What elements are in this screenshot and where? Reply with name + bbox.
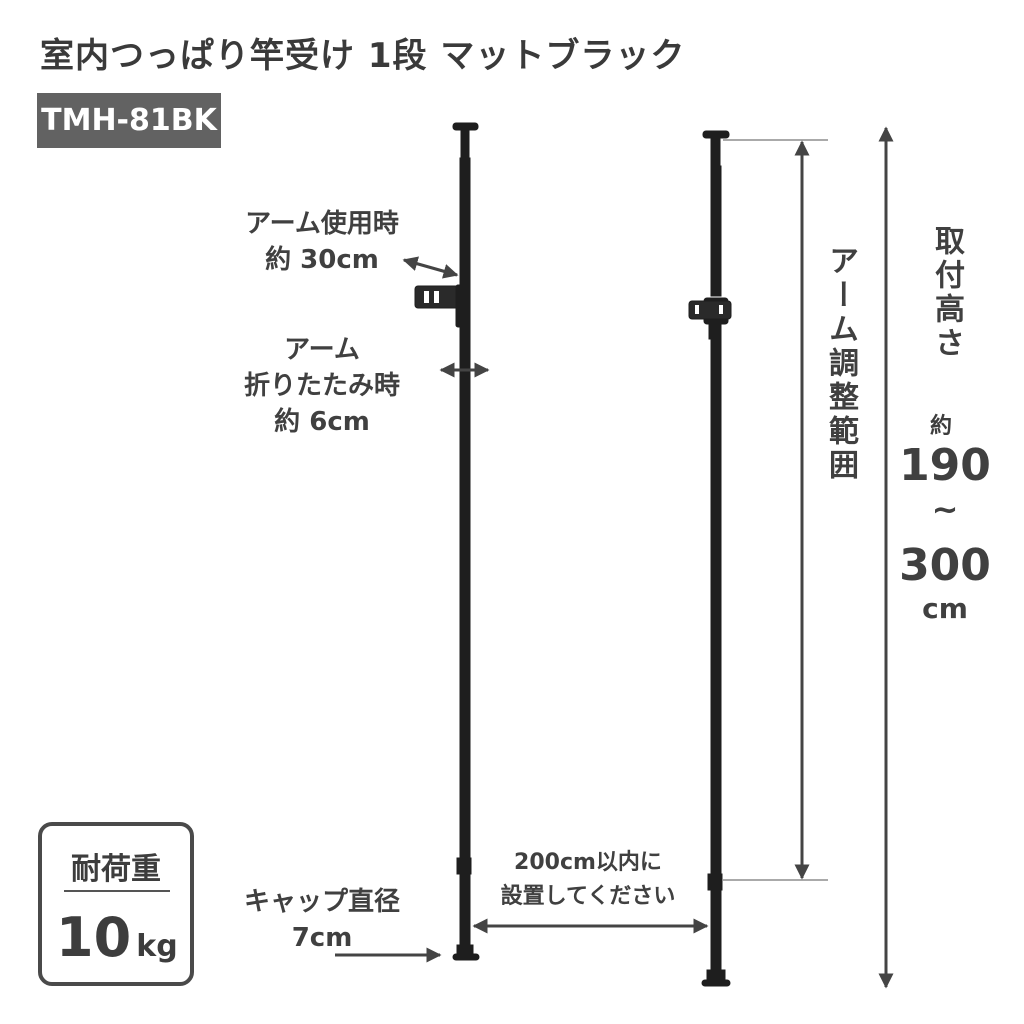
- arm-use-label: アーム使用時 約 30cm: [245, 209, 399, 275]
- load-divider: [64, 890, 170, 892]
- cap-diameter-label: キャップ直径 7cm: [243, 887, 400, 953]
- install-height-tilde: ~: [931, 490, 959, 528]
- page-title: 室内つっぱり竿受け 1段 マットブラック: [40, 36, 686, 76]
- model-badge: TMH-81BK: [37, 93, 221, 148]
- install-height-unit: cm: [922, 592, 968, 625]
- load-capacity-box: 耐荷重 10 kg: [38, 822, 194, 986]
- install-height-label: 取付高さ: [929, 225, 964, 361]
- load-capacity-value: 10: [56, 906, 132, 969]
- arm-adjust-range-label: アーム調整範囲: [823, 245, 858, 483]
- spacing-note: 200cm以内に 設置してください: [500, 850, 676, 909]
- left-pole: [414, 122, 480, 961]
- arm-fold-label: アーム 折りたたみ時 約 6cm: [243, 335, 400, 437]
- install-height-max: 300: [899, 540, 991, 591]
- load-capacity-label: 耐荷重: [71, 852, 161, 887]
- arm-use-arrow: [402, 256, 459, 279]
- right-pole: [688, 130, 732, 987]
- install-height-min: 190: [899, 440, 991, 491]
- install-height-approx: 約: [930, 414, 953, 439]
- load-capacity-unit: kg: [136, 929, 178, 964]
